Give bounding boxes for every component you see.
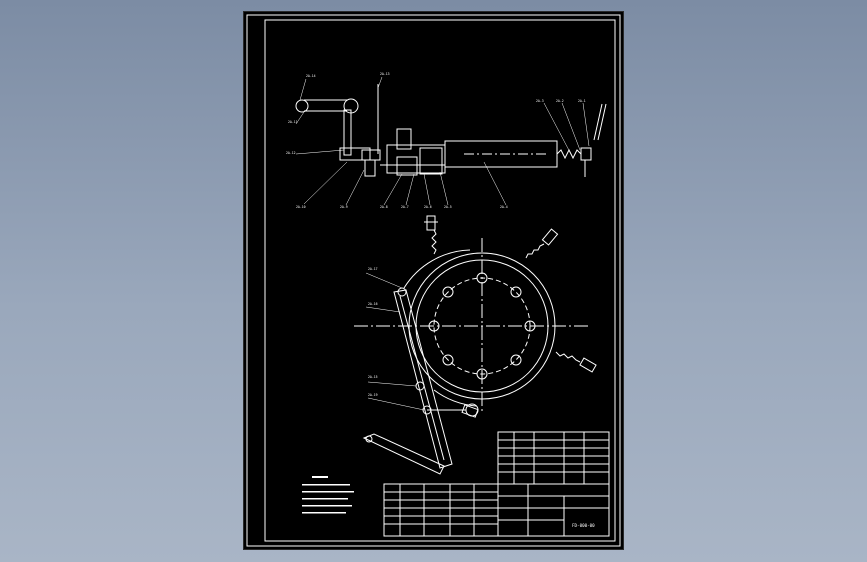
title-block: FD-000-00 bbox=[497, 483, 610, 537]
technical-notes bbox=[302, 476, 354, 514]
lever-pivot-left bbox=[295, 99, 309, 113]
drawing-number: FD-000-00 bbox=[572, 523, 595, 528]
drum-outer bbox=[408, 252, 556, 400]
callout: 2A-2 bbox=[556, 99, 564, 103]
top-assembly-view: 2A-14 2A-13 2A-11 2A-12 2A-10 2A-9 2A-8 … bbox=[286, 72, 607, 209]
cylinder-head bbox=[386, 144, 446, 174]
vertical-link bbox=[343, 109, 352, 156]
parts-list-lower bbox=[383, 483, 499, 537]
callout: 2A-15 bbox=[368, 375, 378, 379]
callout: 2A-1 bbox=[578, 99, 586, 103]
callout: 2A-7 bbox=[401, 205, 409, 209]
cylinder-end-cap bbox=[396, 128, 412, 150]
callout: 2A-16 bbox=[368, 302, 378, 306]
callout: 2A-5 bbox=[444, 205, 452, 209]
drawing-sheet: 2A-14 2A-13 2A-11 2A-12 2A-10 2A-9 2A-8 … bbox=[244, 12, 623, 549]
brake-lever bbox=[393, 289, 453, 469]
callout: 2A-10 bbox=[296, 205, 306, 209]
link-block bbox=[339, 147, 371, 161]
parts-list-upper bbox=[497, 431, 610, 485]
callout: 2A-14 bbox=[306, 74, 316, 78]
handle-rod bbox=[362, 433, 445, 475]
spring-adjuster bbox=[525, 228, 559, 259]
return-spring bbox=[556, 148, 582, 160]
outer-frame bbox=[246, 14, 621, 547]
callout: 2A-17 bbox=[368, 267, 378, 271]
spring-adjuster bbox=[461, 404, 479, 418]
callout: 2A-9 bbox=[340, 205, 348, 209]
callout: 2A-13 bbox=[380, 72, 390, 76]
callout: 2A-3 bbox=[536, 99, 544, 103]
callout: 2A-11 bbox=[288, 120, 298, 124]
inner-frame bbox=[264, 19, 616, 542]
spring-adjuster bbox=[424, 215, 438, 255]
spring-adjuster bbox=[555, 351, 597, 373]
callout: 2A-12 bbox=[286, 151, 296, 155]
callout: 2A-6 bbox=[424, 205, 432, 209]
callout: 2A-8 bbox=[380, 205, 388, 209]
callout: 2A-19 bbox=[368, 393, 378, 397]
cad-drawing: 2A-14 2A-13 2A-11 2A-12 2A-10 2A-9 2A-8 … bbox=[246, 14, 621, 547]
brake-band-upper bbox=[403, 249, 471, 289]
brake-drum-view: 2A-17 2A-16 2A-15 2A-19 bbox=[354, 215, 597, 475]
callout: 2A-4 bbox=[500, 205, 508, 209]
bolt-holes bbox=[428, 272, 536, 380]
